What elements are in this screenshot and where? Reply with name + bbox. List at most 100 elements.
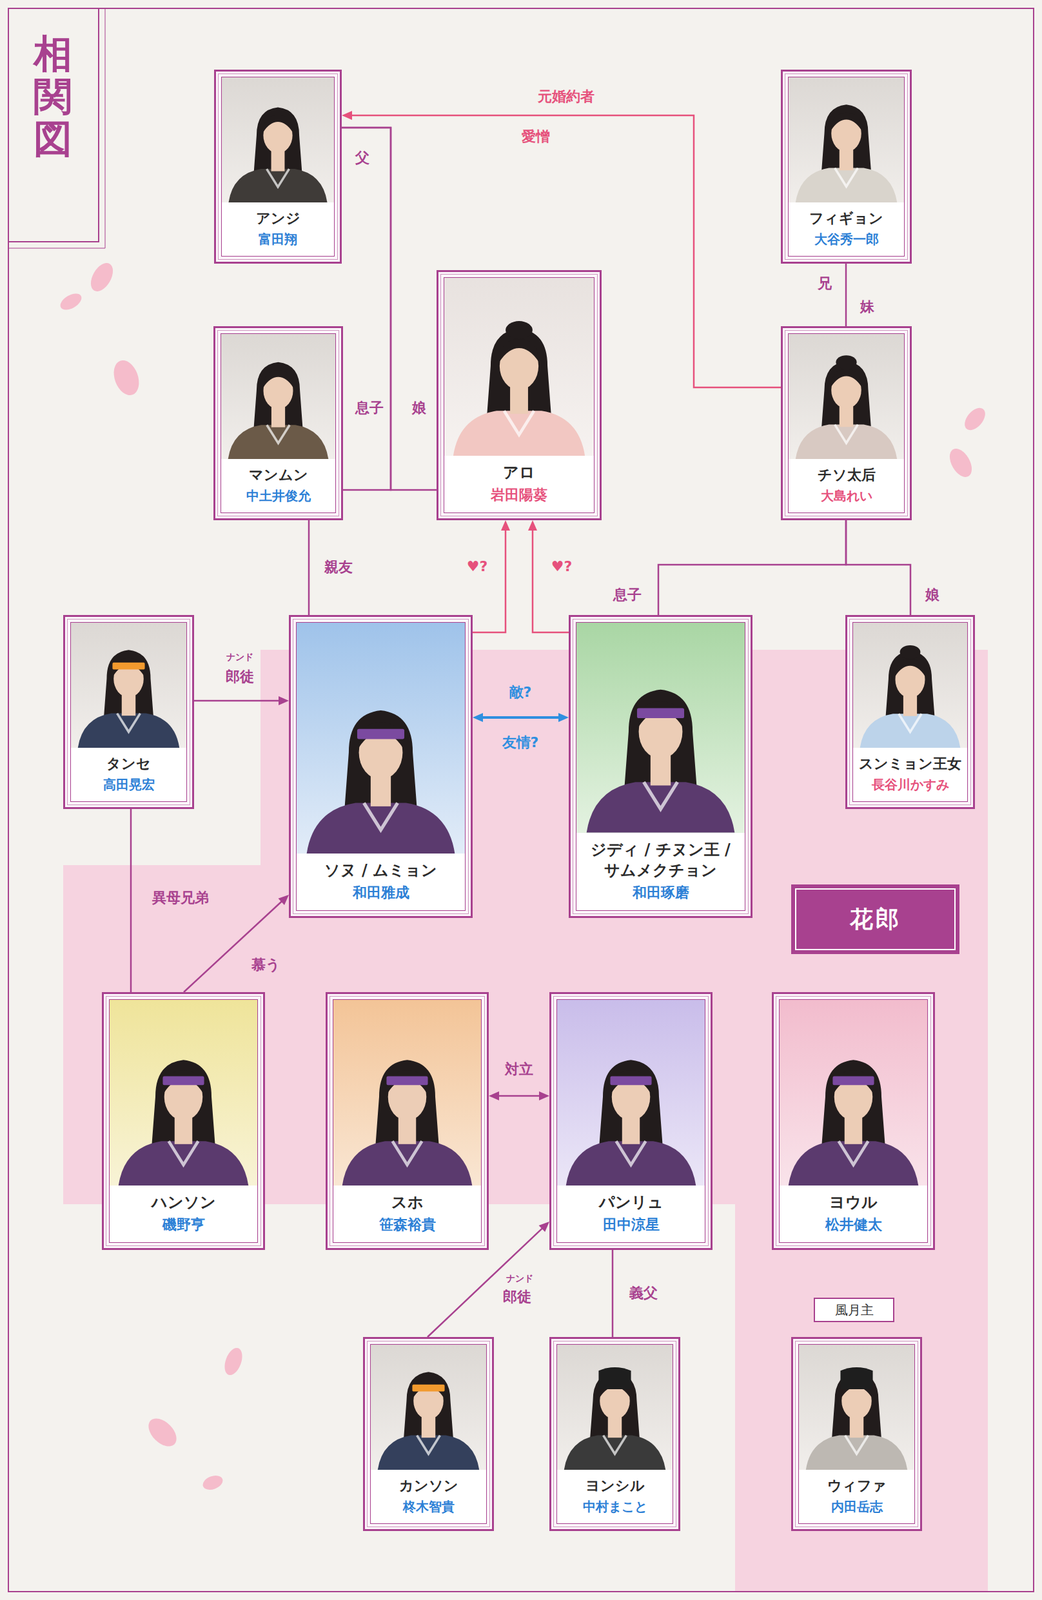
headband (637, 707, 685, 719)
actor-name: 大島れい (792, 487, 901, 505)
costume (586, 782, 736, 833)
collar (616, 1141, 647, 1166)
headband (609, 1076, 652, 1086)
relation-connector (488, 1091, 550, 1101)
caption-area: カンソン柊木智貴 (370, 1470, 487, 1524)
relation-connector (472, 713, 569, 723)
actor-name: 高田晃宏 (74, 776, 183, 794)
portrait-area (576, 622, 745, 834)
card-inner: ソヌ / ムミョン和田雅成 (295, 622, 466, 912)
title-badge: 風月主 (813, 1297, 895, 1323)
arrow-head (488, 1091, 500, 1101)
portrait-area (370, 1345, 487, 1471)
portrait-figure (788, 77, 905, 203)
relation-connector (130, 809, 132, 993)
petal (960, 404, 990, 434)
character-card: ソヌ / ムミョン和田雅成 (288, 615, 473, 919)
portrait-figure (296, 622, 465, 854)
arrow-head (528, 520, 538, 531)
relation-connector (528, 520, 569, 633)
card-inner: タンセ高田晃宏 (70, 622, 187, 803)
actor-name: 長谷川かすみ (856, 776, 964, 794)
character-name: ヨンシル (560, 1476, 669, 1496)
portrait-area (788, 77, 905, 203)
character-card: パンリュ田中涼星 (549, 992, 713, 1251)
card-inner: スンミョン王女長谷川かすみ (852, 622, 968, 803)
collar (898, 713, 922, 732)
portrait-area (221, 77, 335, 203)
caption-area: アロ岩田陽葵 (444, 455, 594, 513)
diagram-title: 相関図 (33, 32, 73, 160)
caption-area: ウィファ内田岳志 (798, 1470, 915, 1524)
costume (377, 1435, 480, 1471)
costume (228, 424, 329, 460)
collar (643, 782, 678, 810)
arrow-head (278, 696, 289, 706)
card-inner: アンジ富田翔 (221, 76, 335, 257)
annotation-label: ナンド (226, 651, 254, 664)
actor-name: 中土井俊允 (225, 487, 332, 505)
relation-line (130, 809, 133, 993)
caption-area: パンリュ田中涼星 (557, 1185, 705, 1243)
relation-label: 義父 (629, 1283, 658, 1304)
portrait-area (557, 1345, 673, 1471)
collar (417, 1435, 441, 1455)
portrait-figure (333, 1000, 482, 1186)
caption-area: マンムン中土井俊允 (221, 459, 336, 513)
card-inner: カンソン柊木智貴 (370, 1344, 487, 1525)
card-inner: チソ太后大島れい (787, 333, 905, 514)
relation-connector (612, 1250, 614, 1338)
relation-connector (472, 520, 511, 633)
portrait-figure (221, 334, 336, 460)
portrait-figure (798, 1345, 915, 1471)
costume (566, 1141, 697, 1186)
relation-label: 親友 (324, 557, 353, 578)
relation-line (481, 716, 560, 719)
costume (564, 1435, 667, 1471)
relation-line (183, 901, 283, 993)
caption-area: ソヌ / ムミョン和田雅成 (296, 853, 465, 911)
character-card: アロ岩田陽葵 (436, 270, 602, 521)
relation-line (194, 700, 280, 703)
relation-line (845, 263, 848, 327)
character-name: ジディ / チヌン王 / サムメクチョン (580, 839, 741, 882)
caption-area: チソ太后大島れい (788, 459, 905, 513)
character-card: ハンソン磯野亨 (101, 992, 266, 1251)
arrow-head (341, 110, 353, 120)
relation-label: 郎徒 (502, 1287, 532, 1308)
card-inner: ウィファ内田岳志 (798, 1344, 915, 1525)
character-card: タンセ高田晃宏 (63, 615, 195, 810)
portrait-area (109, 1000, 258, 1186)
relation-line (611, 1250, 614, 1338)
relation-label: 息子 (355, 398, 384, 418)
costume (795, 424, 898, 460)
petal (201, 1473, 226, 1493)
relation-label: 娘 (925, 585, 940, 605)
character-name: アンジ (225, 208, 331, 229)
portrait-area (779, 1000, 928, 1186)
character-name: パンリュ (560, 1192, 701, 1213)
relation-label: 対立 (504, 1060, 534, 1080)
relation-label: 娘 (412, 398, 427, 418)
annotation-label: 父 (355, 148, 370, 168)
relation-line (341, 127, 391, 491)
character-card: チソ太后大島れい (780, 326, 912, 521)
portrait-figure (221, 77, 335, 203)
collar (603, 1435, 627, 1455)
hair-front (894, 658, 925, 677)
arrow-head (472, 713, 483, 723)
portrait-figure (779, 1000, 928, 1186)
costume (788, 1141, 919, 1186)
petal (109, 357, 144, 400)
character-name: ハンソン (113, 1192, 254, 1213)
character-name: タンセ (74, 754, 183, 774)
title-frame (8, 8, 99, 242)
headband (162, 1076, 204, 1086)
collar (266, 424, 290, 443)
group-label-box: 花郎 (791, 884, 960, 955)
actor-name: 大谷秀一郎 (792, 230, 901, 249)
relation-label: 異母兄弟 (152, 888, 209, 908)
actor-name: 笹森裕貴 (337, 1215, 478, 1235)
